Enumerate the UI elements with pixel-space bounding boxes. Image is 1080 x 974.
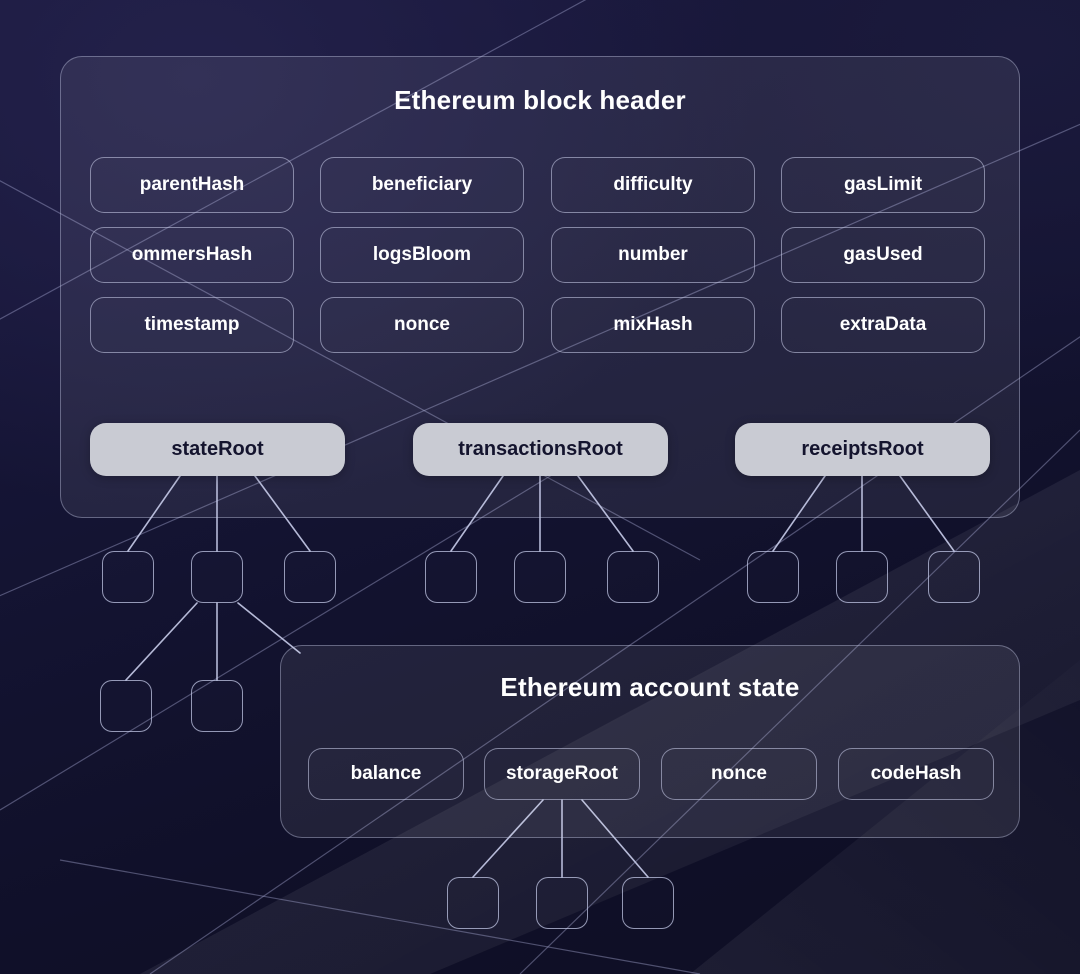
trie-node[interactable] xyxy=(536,877,588,929)
field-gasLimit[interactable]: gasLimit xyxy=(781,157,985,213)
field-mixHash[interactable]: mixHash xyxy=(551,297,755,353)
trie-node[interactable] xyxy=(447,877,499,929)
trie-node[interactable] xyxy=(514,551,566,603)
trie-node[interactable] xyxy=(622,877,674,929)
page-title: Ethereum block header xyxy=(394,85,686,115)
field-gasUsed[interactable]: gasUsed xyxy=(781,227,985,283)
field-logsBloom[interactable]: logsBloom xyxy=(320,227,524,283)
trie-node[interactable] xyxy=(284,551,336,603)
field-nonce[interactable]: nonce xyxy=(320,297,524,353)
field-difficulty[interactable]: difficulty xyxy=(551,157,755,213)
trie-node[interactable] xyxy=(747,551,799,603)
field-number[interactable]: number xyxy=(551,227,755,283)
field-nonce[interactable]: nonce xyxy=(661,748,817,800)
field-balance[interactable]: balance xyxy=(308,748,464,800)
trie-node[interactable] xyxy=(928,551,980,603)
trie-node[interactable] xyxy=(102,551,154,603)
trie-node[interactable] xyxy=(607,551,659,603)
field-ommersHash[interactable]: ommersHash xyxy=(90,227,294,283)
trie-node[interactable] xyxy=(191,680,243,732)
account-state-title: Ethereum account state xyxy=(500,672,800,702)
trie-node[interactable] xyxy=(191,551,243,603)
field-timestamp[interactable]: timestamp xyxy=(90,297,294,353)
field-extraData[interactable]: extraData xyxy=(781,297,985,353)
root-chip-receiptsRoot[interactable]: receiptsRoot xyxy=(735,423,990,476)
root-chip-transactionsRoot[interactable]: transactionsRoot xyxy=(413,423,668,476)
trie-node[interactable] xyxy=(836,551,888,603)
ethereum-account-state-panel: Ethereum account state xyxy=(280,645,1020,838)
field-beneficiary[interactable]: beneficiary xyxy=(320,157,524,213)
field-codeHash[interactable]: codeHash xyxy=(838,748,994,800)
trie-node[interactable] xyxy=(100,680,152,732)
field-storageRoot[interactable]: storageRoot xyxy=(484,748,640,800)
root-chip-stateRoot[interactable]: stateRoot xyxy=(90,423,345,476)
field-parentHash[interactable]: parentHash xyxy=(90,157,294,213)
trie-node[interactable] xyxy=(425,551,477,603)
